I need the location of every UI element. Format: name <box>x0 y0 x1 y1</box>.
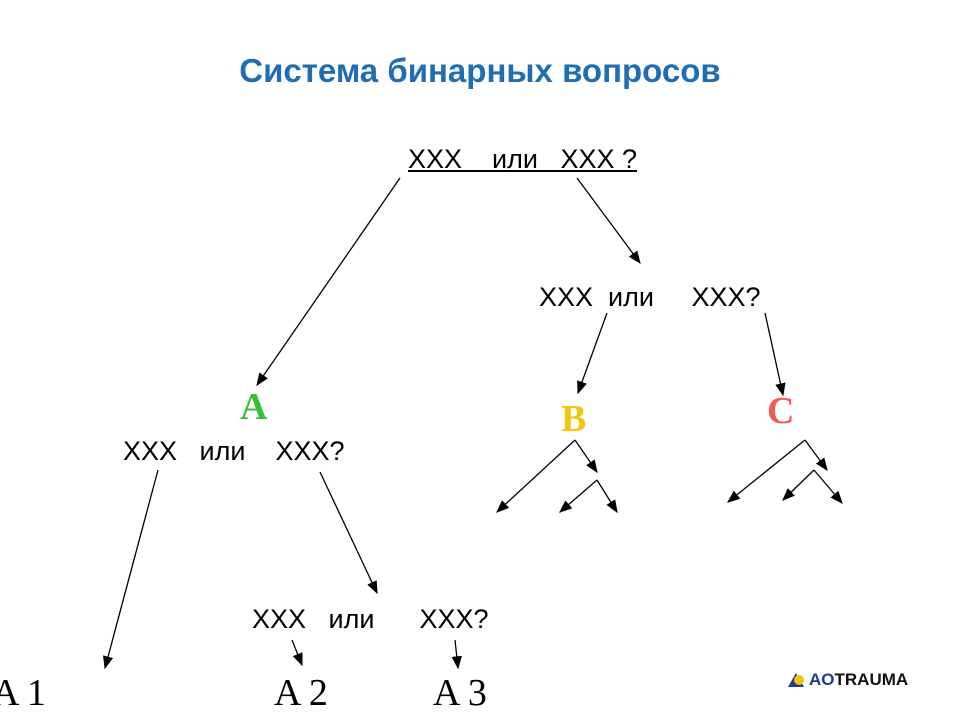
arrow <box>103 469 159 670</box>
arrow <box>596 479 618 514</box>
node-a: A <box>240 386 268 428</box>
left-question: XXX или XXX? <box>123 436 345 466</box>
arrow <box>574 439 598 474</box>
slide-title: Система бинарных вопросов <box>239 52 721 89</box>
arrow <box>804 439 828 472</box>
node-b: B <box>561 398 587 440</box>
leaf-a3: A 3 <box>433 672 487 714</box>
arrow <box>559 479 598 513</box>
arrow <box>726 439 806 503</box>
logo-ao: AO <box>809 670 835 689</box>
root-question: XXX или XXX ? <box>408 144 637 174</box>
arrow <box>319 471 378 595</box>
logo-trauma: TRAUMA <box>834 670 909 689</box>
arrow <box>256 177 401 387</box>
leaf-a2: A 2 <box>274 672 328 714</box>
arrow <box>496 439 576 513</box>
arrow <box>576 177 641 265</box>
right-question: XXX или XXX? <box>539 282 761 312</box>
arrow <box>451 639 462 670</box>
logo-icon <box>788 673 804 687</box>
leaf-a1: A 1 <box>0 672 46 714</box>
arrow <box>782 469 815 501</box>
arrow <box>813 469 843 504</box>
arrow <box>764 312 786 397</box>
node-c: C <box>767 390 795 432</box>
arrow <box>577 312 608 395</box>
arrow <box>291 639 303 667</box>
bottom-question: XXX или XXX? <box>252 604 489 634</box>
